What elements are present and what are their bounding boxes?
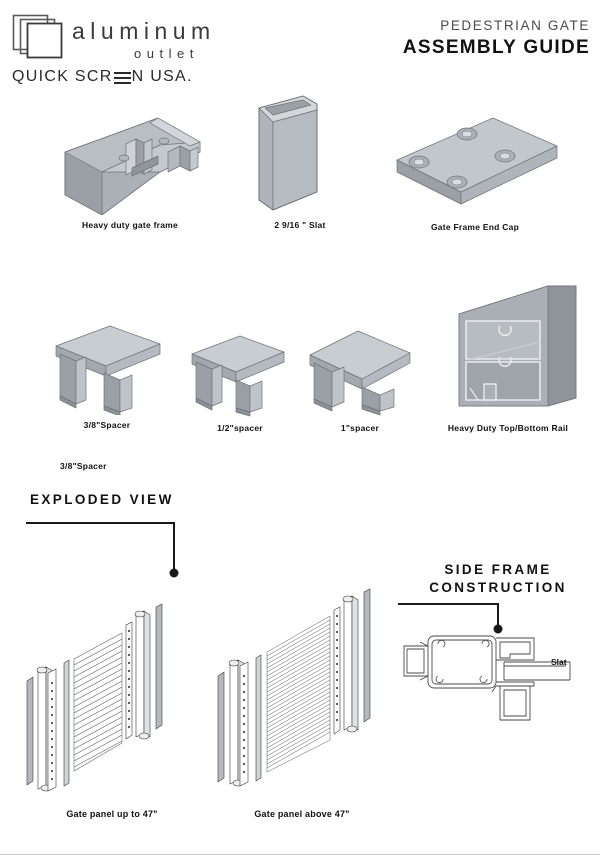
brand-tagline-pre: QUICK SCR — [12, 68, 113, 85]
side-frame-heading-line2: CONSTRUCTION — [429, 580, 567, 595]
slat-tube-isometric — [258, 95, 318, 211]
spacer-channel-isometric — [191, 335, 285, 417]
part-label: Heavy Duty Top/Bottom Rail — [447, 423, 569, 433]
part-label: Gate Frame End Cap — [430, 222, 520, 232]
part-spacer-one-half: 1/2"spacer — [180, 330, 300, 433]
part-gate-frame-end-cap: Gate Frame End Cap — [375, 112, 575, 232]
panel-caption: Gate panel up to 47" — [66, 809, 158, 819]
page-title-main: ASSEMBLY GUIDE — [402, 37, 590, 58]
part-label: 3/8"Spacer — [83, 420, 131, 430]
part-label: 1"spacer — [340, 423, 380, 433]
exploded-panel-large: Gate panel above 47" — [212, 572, 392, 819]
brand-tagline-post: N USA. — [131, 68, 193, 85]
part-spacer-one-inch: 1"spacer — [300, 325, 420, 433]
part-heavy-duty-rail: Heavy Duty Top/Bottom Rail — [428, 276, 588, 433]
top-bottom-rail-extrusion — [458, 285, 577, 407]
exploded-panel-small: Gate panel up to 47" — [22, 585, 202, 819]
exploded-view-heading: EXPLODED VIEW — [30, 492, 174, 507]
stylized-e-bars-icon — [113, 72, 131, 84]
exploded-gate-panel-isometric — [26, 603, 163, 792]
page-title: PEDESTRIAN GATE ASSEMBLY GUIDE — [403, 18, 590, 59]
gate-frame-extrusion-isometric — [64, 117, 201, 216]
three-stacked-squares-icon — [12, 14, 63, 59]
exploded-gate-panel-dense-isometric — [217, 588, 371, 787]
slat-callout-label: Slat — [551, 657, 567, 667]
side-frame-cross-section-lineart — [403, 635, 571, 721]
exploded-view-leader-line — [26, 522, 179, 578]
part-spacer-three-eighths: 3/8"Spacer — [42, 320, 172, 430]
brand-name-primary: aluminum — [72, 18, 216, 44]
end-cap-plate-isometric — [396, 117, 558, 205]
page-title-subtitle: PEDESTRIAN GATE — [440, 18, 590, 33]
page-header: aluminum outlet QUICK SCR N USA. PEDESTR… — [0, 0, 600, 86]
part-label: 2 9/16 " Slat — [274, 220, 326, 230]
part-slat: 2 9/16 " Slat — [245, 88, 355, 230]
stray-spacer-label: 3/8"Spacer — [60, 461, 107, 471]
part-label: Heavy duty gate frame — [82, 220, 178, 230]
spacer-channel-isometric — [309, 330, 411, 416]
part-label: 1/2"spacer — [217, 423, 263, 433]
part-heavy-duty-gate-frame: Heavy duty gate frame — [40, 100, 220, 230]
brand-name-secondary: outlet — [134, 46, 199, 61]
panel-caption: Gate panel above 47" — [254, 809, 350, 819]
side-frame-heading-line1: SIDE FRAME — [444, 562, 552, 577]
brand-tagline: QUICK SCR N USA. — [12, 68, 193, 86]
side-frame-leader-line — [398, 603, 503, 634]
brand-logo: aluminum outlet QUICK SCR N USA. — [8, 10, 308, 86]
spacer-channel-isometric — [55, 325, 161, 417]
